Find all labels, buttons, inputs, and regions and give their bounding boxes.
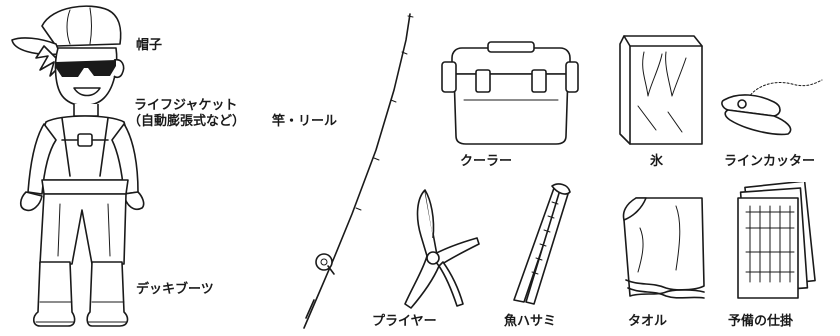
- label-line-cutter: ラインカッター: [724, 154, 816, 169]
- fish-tongs-icon: [513, 183, 571, 305]
- label-pliers: プライヤー: [372, 314, 437, 329]
- label-rod-reel: 竿・リール: [272, 114, 338, 129]
- towel-icon: [622, 197, 705, 299]
- label-spare-rigs: 予備の仕掛: [728, 314, 794, 329]
- line-cutter-icon: [721, 79, 823, 136]
- ice-bag-icon: [619, 35, 703, 145]
- label-ice: 氷: [650, 154, 664, 169]
- label-cooler: クーラー: [460, 154, 513, 169]
- angler-figure-icon: [11, 5, 145, 327]
- label-life-jacket-note: （自動膨張式など）: [128, 114, 246, 129]
- cooler-box-icon: [441, 41, 579, 145]
- rig-pack-icon: [737, 182, 816, 299]
- label-hat: 帽子: [136, 38, 163, 53]
- label-life-jacket: ライフジャケット: [134, 98, 238, 113]
- fishing-rod-icon: [303, 13, 414, 329]
- pliers-icon: [404, 189, 480, 309]
- label-deck-boots: デッキブーツ: [136, 282, 214, 297]
- label-fish-scissors: 魚ハサミ: [504, 314, 557, 329]
- label-towel: タオル: [628, 314, 668, 329]
